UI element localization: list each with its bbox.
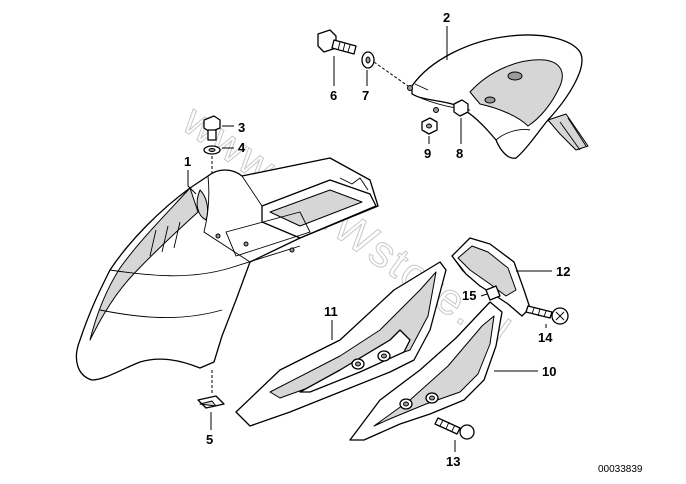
part-13-screw: [434, 417, 475, 440]
callout-label: 7: [362, 88, 369, 103]
callout-12: 12: [516, 264, 570, 279]
callout-label: 3: [238, 120, 245, 135]
callout-label: 5: [206, 432, 213, 447]
callout-label: 9: [424, 146, 431, 161]
part-4-washer: [203, 145, 221, 155]
part-15-clip: [485, 285, 501, 301]
callout-13: 13: [446, 440, 460, 469]
part-3-bolt: [203, 115, 221, 141]
callout-label: 1: [184, 154, 191, 169]
callout-label: 10: [542, 364, 556, 379]
callout-3: 3: [222, 120, 245, 135]
callout-4: 4: [222, 140, 246, 155]
part-8-nut: [453, 99, 469, 117]
callout-label: 8: [456, 146, 463, 161]
callout-2: 2: [443, 10, 450, 60]
part-1-mudguard: [75, 157, 379, 381]
callout-label: 13: [446, 454, 460, 469]
callout-7: 7: [362, 70, 369, 103]
callout-label: 12: [556, 264, 570, 279]
callout-1: 1: [184, 154, 197, 195]
part-6-bolt: [317, 29, 357, 55]
callout-label: 11: [324, 304, 338, 319]
callout-10: 10: [494, 364, 556, 379]
part-9-nut: [421, 117, 438, 135]
callout-label: 4: [238, 140, 246, 155]
callout-5: 5: [206, 412, 213, 447]
callout-6: 6: [330, 56, 337, 103]
callout-11: 11: [324, 304, 338, 340]
callout-9: 9: [424, 136, 431, 161]
callout-8: 8: [456, 118, 463, 161]
part-2-seat-cowl: [407, 34, 589, 159]
part-11-side-cover: [235, 261, 447, 427]
part-7-washer: [361, 51, 375, 69]
callout-label: 14: [538, 330, 553, 345]
part-5-clip-nut: [197, 395, 225, 409]
part-10-side-cover: [349, 301, 503, 441]
callout-label: 15: [462, 288, 476, 303]
part-14-screw: [525, 305, 569, 325]
part-12-bracket: [451, 237, 531, 317]
callout-15: 15: [462, 288, 488, 303]
callout-14: 14: [538, 324, 553, 345]
callout-label: 2: [443, 10, 450, 25]
callout-label: 6: [330, 88, 337, 103]
diagram-reference-number: 00033839: [598, 464, 643, 475]
